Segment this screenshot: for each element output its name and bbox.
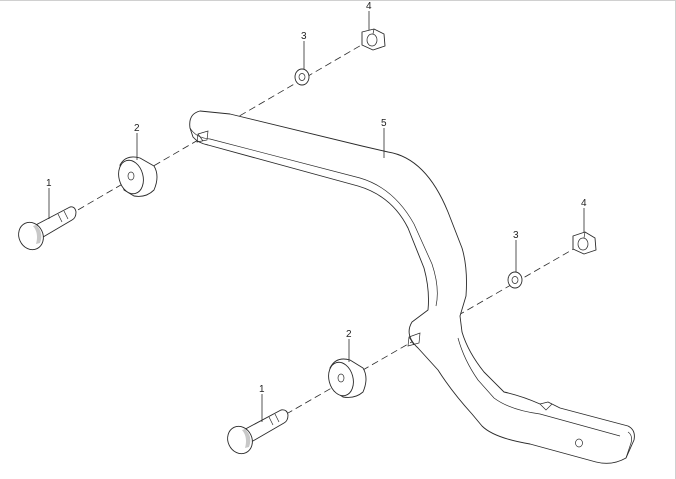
lower-nut-part-4 xyxy=(572,231,597,255)
upper-nut-part-4 xyxy=(361,28,386,51)
lower-bolt-thread-2 xyxy=(268,416,274,426)
upper-square-hole xyxy=(196,130,209,143)
callout-1-upper: 1 xyxy=(46,178,52,189)
upper-spacer-face xyxy=(118,159,144,195)
lower-spacer-face xyxy=(328,361,354,397)
lower-bolt-head-shade xyxy=(242,429,251,448)
frame-top-border xyxy=(0,0,676,1)
callout-5: 5 xyxy=(381,118,387,129)
lower-carriage-bolt-part-1 xyxy=(227,409,289,455)
callout-3-lower: 3 xyxy=(513,230,519,241)
bracket-lower-edge-line xyxy=(457,337,621,437)
upper-carriage-bolt-part-1 xyxy=(18,206,77,251)
callout-2-lower: 2 xyxy=(346,329,352,340)
lower-square-hole xyxy=(407,332,421,347)
upper-washer-outer xyxy=(294,68,310,86)
bracket-part-5 xyxy=(189,110,635,464)
callout-3-upper: 3 xyxy=(301,31,307,42)
lower-washer-outer xyxy=(507,271,523,289)
bracket-body xyxy=(189,110,635,464)
upper-nut-bore xyxy=(366,33,378,47)
callout-1-lower: 1 xyxy=(259,384,265,395)
upper-washer-part-3 xyxy=(294,68,310,86)
callout-4-upper: 4 xyxy=(366,1,372,12)
upper-spacer-part-2 xyxy=(118,156,158,197)
upper-nut-edge xyxy=(372,28,375,35)
lower-washer-part-3 xyxy=(507,271,523,289)
upper-spacer-bore xyxy=(127,171,135,181)
lower-bolt-thread-1 xyxy=(274,413,280,423)
callout-2-upper: 2 xyxy=(134,123,140,134)
callout-leader-lines xyxy=(48,11,585,422)
upper-washer-inner xyxy=(298,73,306,81)
upper-bolt-head-shade xyxy=(33,225,42,244)
callout-4-lower: 4 xyxy=(581,198,587,209)
lower-spacer-bore xyxy=(337,373,345,383)
end-round-hole xyxy=(575,438,583,448)
bracket-end-face xyxy=(625,431,632,459)
lower-spacer-part-2 xyxy=(328,358,367,398)
lower-square-hole-detail xyxy=(408,336,415,346)
upper-square-hole-detail xyxy=(197,133,204,142)
lower-washer-inner xyxy=(511,276,519,284)
lower-nut-edge xyxy=(583,231,586,239)
upper-bolt-thread-1 xyxy=(63,210,69,220)
assembly-axis-lines xyxy=(39,39,585,437)
bracket-notch xyxy=(539,403,553,411)
callout-labels: 1 2 3 4 5 3 4 2 1 xyxy=(46,1,587,395)
lower-nut-bore xyxy=(577,237,589,251)
upper-bolt-thread-2 xyxy=(57,213,63,223)
